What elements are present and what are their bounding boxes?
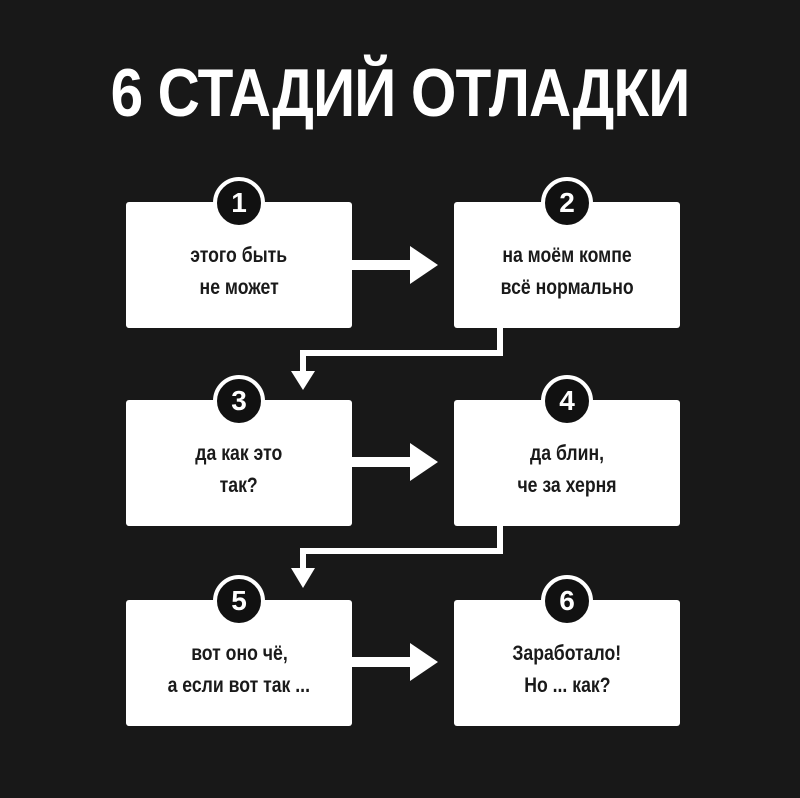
stage-text-line: не может: [199, 276, 279, 299]
stage-card-3: да как это так?: [126, 400, 352, 526]
stage-number-badge-1: 1: [213, 177, 265, 229]
stage-text-line: так?: [219, 474, 259, 497]
arrow-3-to-4: [352, 443, 438, 481]
arrow-5-to-6: [352, 643, 438, 681]
stage-text-line: а если вот так ...: [167, 674, 311, 697]
stage-text-line: на моём компе: [502, 244, 632, 267]
arrow-1-to-2: [352, 246, 438, 284]
stage-text-line: вот оно чё,: [190, 642, 288, 665]
stage-text-line: Но ... как?: [523, 674, 611, 697]
stage-text-line: Заработало!: [512, 642, 622, 665]
stage-text-line: да как это: [195, 442, 283, 465]
stage-card-5: вот оно чё, а если вот так ...: [126, 600, 352, 726]
stage-number-badge-5: 5: [213, 575, 265, 627]
elbow-4-to-5: [291, 526, 503, 588]
page-title: 6 СТАДИЙ ОТЛАДКИ: [110, 55, 691, 131]
stage-number-badge-6: 6: [541, 575, 593, 627]
stage-text-line: да блин,: [530, 442, 604, 465]
stage-number-badge-3: 3: [213, 375, 265, 427]
stage-text-line: всё нормально: [500, 276, 634, 299]
stage-text-line: че за херня: [517, 474, 617, 497]
stage-text-line: этого быть: [190, 244, 288, 267]
elbow-2-to-3: [291, 328, 503, 390]
stage-number-badge-4: 4: [541, 375, 593, 427]
stage-number-badge-2: 2: [541, 177, 593, 229]
stage-card-4: да блин, че за херня: [454, 400, 680, 526]
